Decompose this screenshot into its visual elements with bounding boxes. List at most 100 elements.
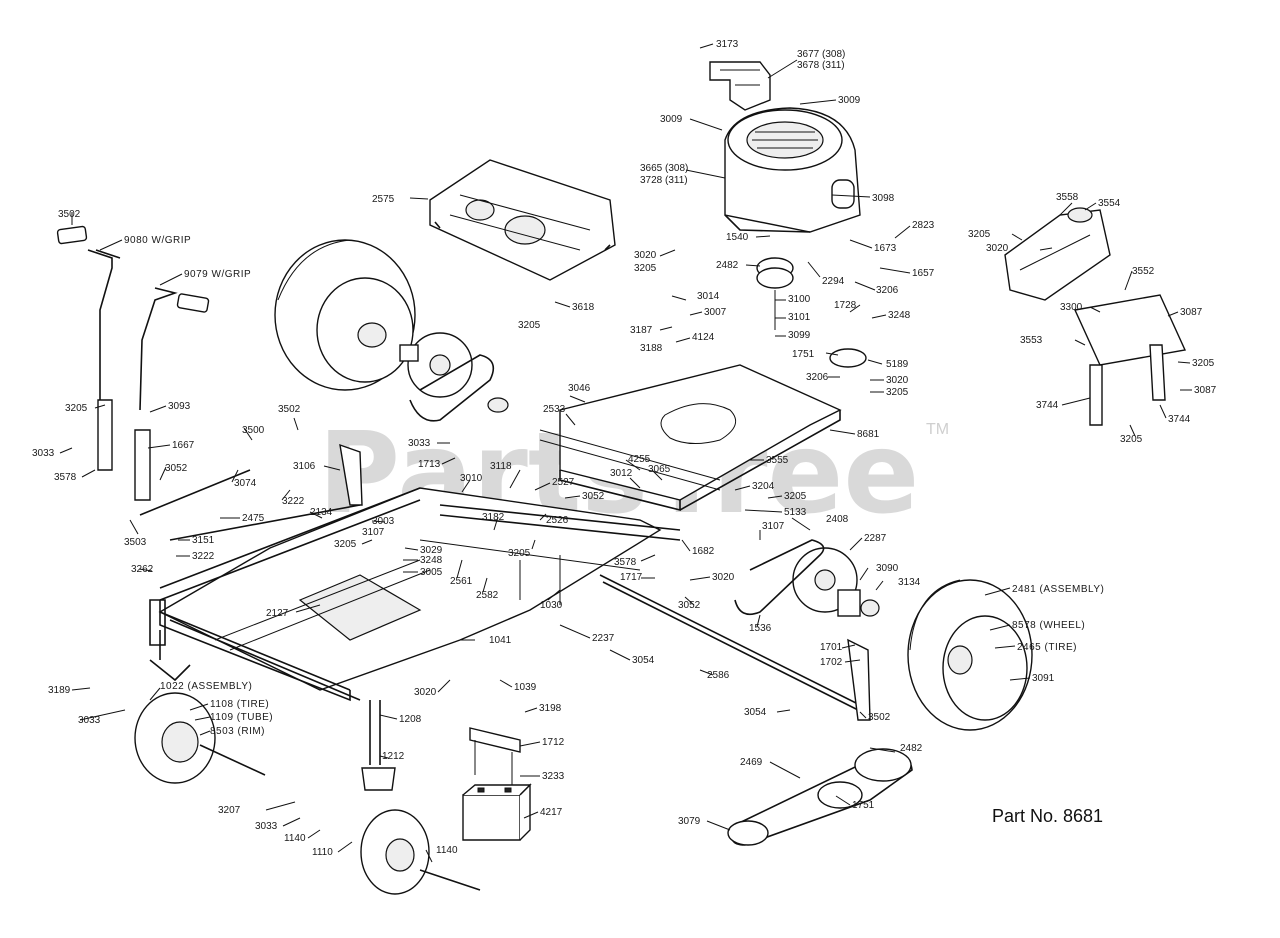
rear-axle bbox=[599, 574, 871, 721]
callout-label: 3503 bbox=[124, 537, 147, 548]
callout-label: 3552 bbox=[1132, 266, 1155, 277]
callout-label: 1728 bbox=[834, 300, 857, 311]
callout-label: 1208 bbox=[399, 714, 422, 725]
callout-label: 2482 bbox=[716, 260, 739, 271]
transmission bbox=[429, 159, 616, 281]
callout-label: 3500 bbox=[242, 425, 265, 436]
callout-label: 1751 bbox=[792, 349, 815, 360]
callout-label: 3222 bbox=[192, 551, 215, 562]
callout-label: 1717 bbox=[620, 572, 643, 583]
callout-label: 3100 bbox=[788, 294, 811, 305]
part-number: Part No. 8681 bbox=[992, 806, 1103, 826]
callout-label: 2823 bbox=[912, 220, 935, 231]
callout-label: 3205 bbox=[968, 229, 991, 240]
callout-label: 3665 (308) bbox=[640, 163, 688, 174]
callout-label: 3502 bbox=[58, 209, 81, 220]
callout-label: 2575 bbox=[372, 194, 395, 205]
tank-bracket bbox=[1073, 294, 1187, 426]
callout-label: 3248 bbox=[420, 555, 443, 566]
callout-label: 9079 W/GRIP bbox=[184, 269, 251, 280]
callout-label: 3205 bbox=[634, 263, 657, 274]
callout-label: 3054 bbox=[744, 707, 767, 718]
callout-label: 3107 bbox=[362, 527, 385, 538]
callout-label: 3205 bbox=[886, 387, 909, 398]
callout-label: 3205 bbox=[784, 491, 807, 502]
callout-label: 3502 bbox=[278, 404, 301, 415]
callout-label: 3206 bbox=[876, 285, 899, 296]
callout-labels: 3173 3677 (308) 3678 (311) 3009 3009 366… bbox=[32, 39, 1217, 858]
callout-label: 2294 bbox=[822, 276, 845, 287]
callout-label: 3014 bbox=[697, 291, 720, 302]
callout-label: 3087 bbox=[1180, 307, 1203, 318]
callout-label: 2527 bbox=[552, 477, 575, 488]
engine-pulley bbox=[756, 257, 867, 368]
callout-label: 1212 bbox=[382, 751, 405, 762]
callout-label: 3009 bbox=[838, 95, 861, 106]
callout-label: 1751 bbox=[852, 800, 875, 811]
callout-label: 3205 bbox=[65, 403, 88, 414]
right-sprocket-chain bbox=[734, 539, 880, 617]
callout-label: 1022 (ASSEMBLY) bbox=[160, 681, 252, 692]
callout-label: 3233 bbox=[542, 771, 565, 782]
callout-label: 3578 bbox=[614, 557, 637, 568]
callout-label: 3052 bbox=[678, 600, 701, 611]
callout-label: 3118 bbox=[490, 461, 512, 472]
callout-label: 3207 bbox=[218, 805, 241, 816]
callout-label: 1713 bbox=[418, 459, 441, 470]
callout-label: 3173 bbox=[716, 39, 739, 50]
callout-label: 2526 bbox=[546, 515, 569, 526]
callout-label: 1657 bbox=[912, 268, 935, 279]
callout-label: 5133 bbox=[784, 507, 807, 518]
battery-tray bbox=[469, 727, 521, 785]
callout-label: 3091 bbox=[1032, 673, 1055, 684]
callout-label: 3151 bbox=[192, 535, 215, 546]
callout-label: 1712 bbox=[542, 737, 565, 748]
drive-belt bbox=[727, 748, 913, 846]
callout-label: 2475 bbox=[242, 513, 265, 524]
callout-label: 3206 bbox=[806, 372, 829, 383]
callout-label: 1108 (TIRE) bbox=[210, 699, 269, 710]
front-caster-right bbox=[360, 700, 481, 895]
callout-label: 1536 bbox=[749, 623, 772, 634]
front-caster-left bbox=[134, 630, 266, 784]
callout-label: 3205 bbox=[518, 320, 541, 331]
callout-label: 1140 bbox=[436, 845, 458, 856]
callout-label: 2134 bbox=[310, 507, 333, 518]
callout-label: 3134 bbox=[898, 577, 921, 588]
callout-label: 4255 bbox=[628, 454, 651, 465]
callout-label: 3033 bbox=[78, 715, 101, 726]
callout-label: 3020 bbox=[712, 572, 735, 583]
callout-label: 3744 bbox=[1036, 400, 1059, 411]
callout-label: 3205 bbox=[1192, 358, 1215, 369]
callout-label: 3054 bbox=[632, 655, 655, 666]
callout-label: 3098 bbox=[872, 193, 895, 204]
callout-label: 3555 bbox=[766, 455, 789, 466]
callout-label: 3003 bbox=[372, 516, 395, 527]
callout-label: 3007 bbox=[704, 307, 727, 318]
callout-label: 1039 bbox=[514, 682, 537, 693]
drawing-parts bbox=[56, 61, 1187, 895]
engine-bracket bbox=[709, 61, 771, 111]
engine bbox=[724, 107, 861, 233]
callout-label: 4217 bbox=[540, 807, 563, 818]
callout-label: 8578 (WHEEL) bbox=[1012, 620, 1085, 631]
callout-label: 3578 bbox=[54, 472, 77, 483]
callout-label: 2481 (ASSEMBLY) bbox=[1012, 584, 1104, 595]
leader-lines bbox=[59, 43, 1192, 863]
callout-label: 3558 bbox=[1056, 192, 1079, 203]
callout-label: 3009 bbox=[660, 114, 683, 125]
control-rods bbox=[139, 443, 363, 541]
left-sprocket-chain bbox=[399, 332, 509, 422]
right-rear-wheel bbox=[907, 579, 1033, 731]
callout-label: 2533 bbox=[543, 404, 566, 415]
callout-label: 3262 bbox=[131, 564, 154, 575]
callout-label: 3728 (311) bbox=[640, 175, 688, 186]
callout-label: 4124 bbox=[692, 332, 715, 343]
callout-label: 3744 bbox=[1168, 414, 1191, 425]
callout-label: 3678 (311) bbox=[797, 60, 845, 71]
callout-label: 3046 bbox=[568, 383, 591, 394]
steering-levers bbox=[56, 225, 210, 501]
callout-label: 3074 bbox=[234, 478, 257, 489]
callout-label: 3079 bbox=[678, 816, 701, 827]
